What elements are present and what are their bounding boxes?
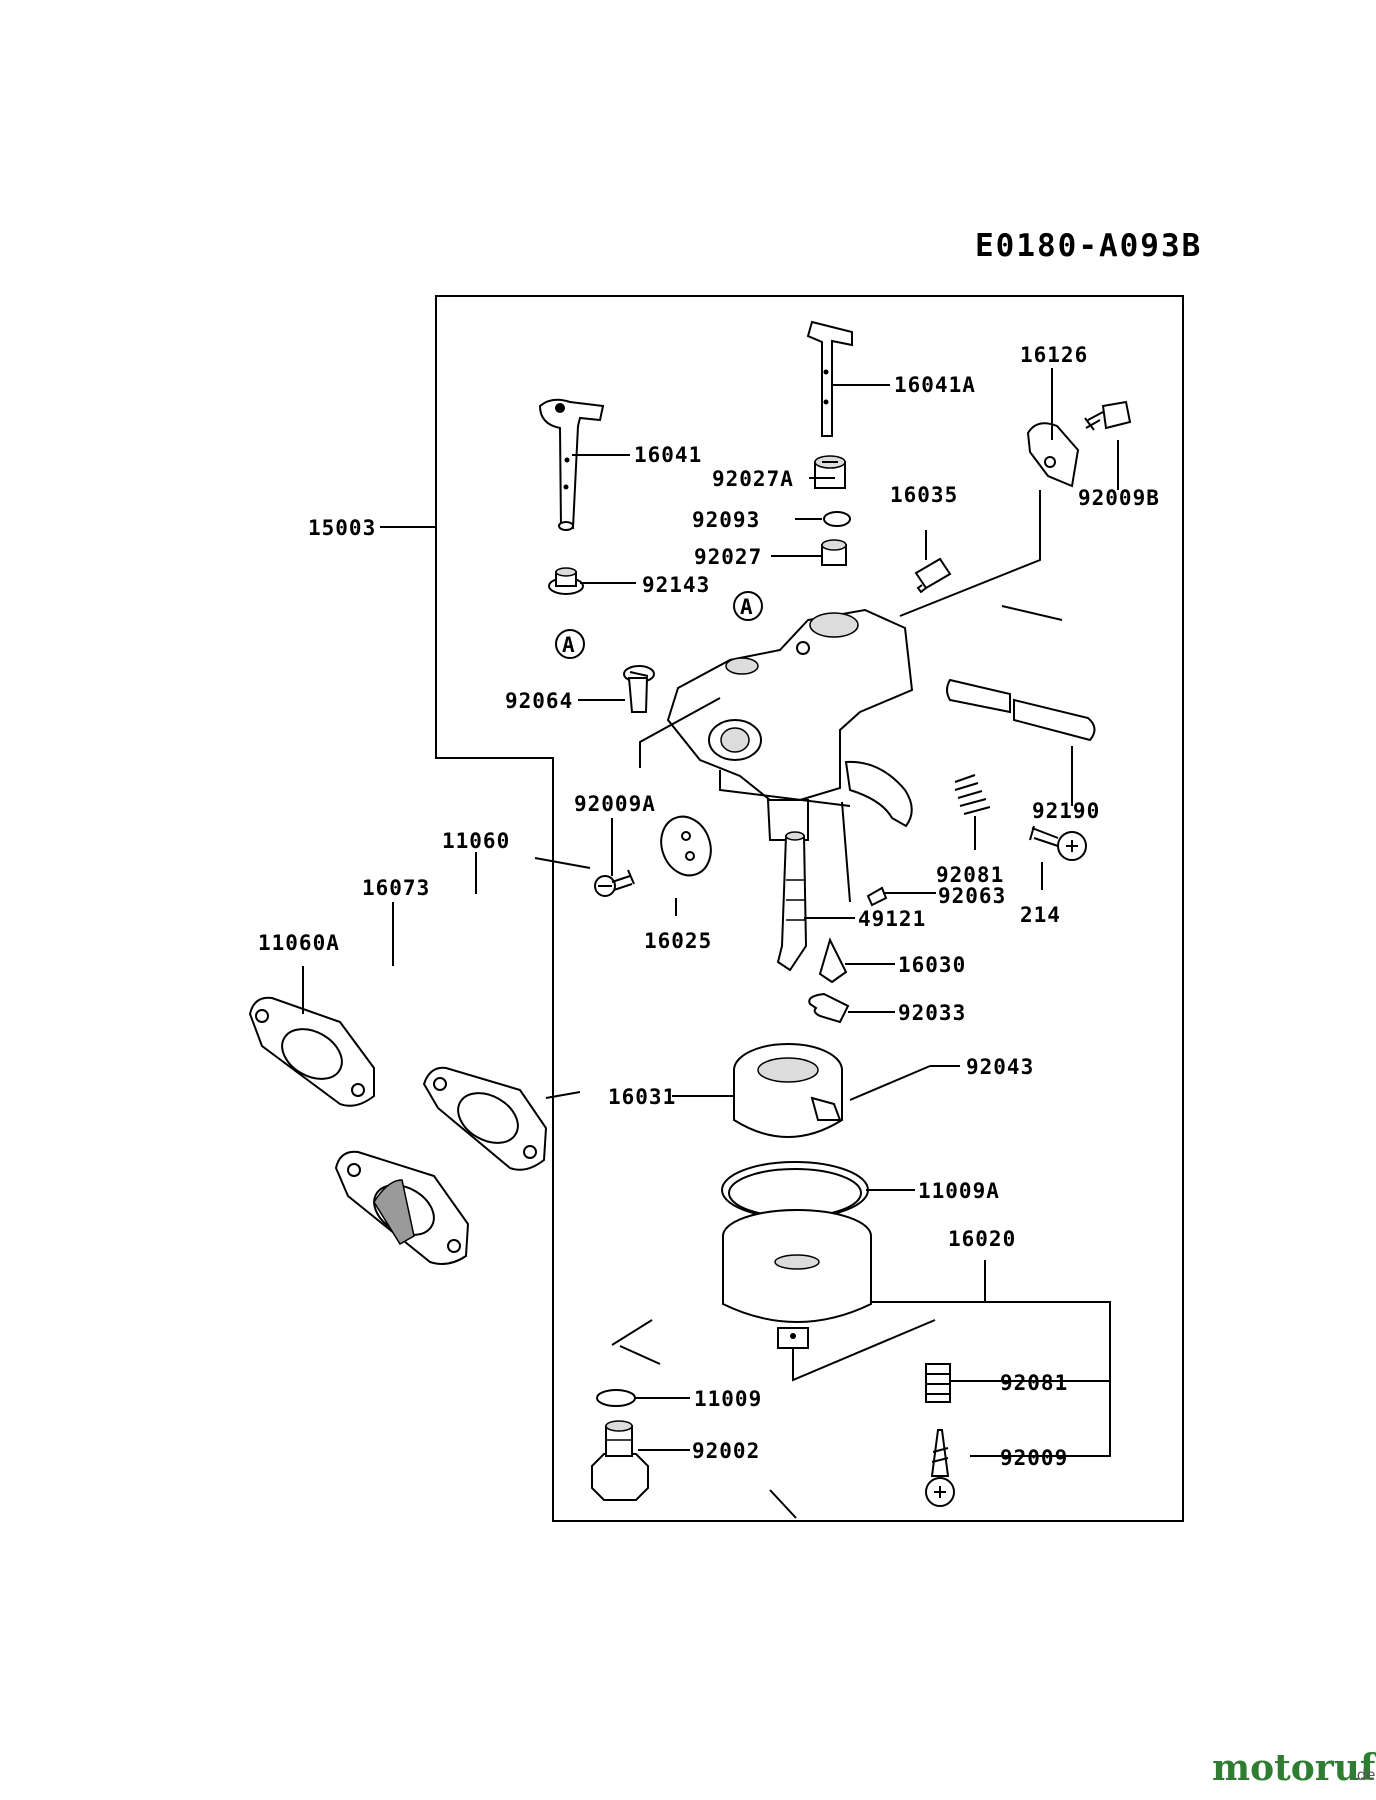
part-16025-plate (660, 815, 712, 877)
callout-92027a: 92027A (712, 467, 794, 491)
part-92081-spring-bottom (925, 1363, 951, 1403)
reference-a-left: A (555, 629, 585, 659)
part-92027a-plug (814, 455, 846, 489)
callout-49121: 49121 (858, 907, 926, 931)
callout-92043: 92043 (966, 1055, 1034, 1079)
part-16126-plate (1026, 422, 1080, 488)
callout-16035: 16035 (890, 483, 958, 507)
part-11060-gasket (422, 1066, 548, 1171)
callout-11009a: 11009A (918, 1179, 1000, 1203)
callout-92033: 92033 (898, 1001, 966, 1025)
part-92064-screw (623, 665, 655, 713)
part-92190-shaft (946, 678, 1096, 742)
callout-92009b: 92009B (1078, 486, 1160, 510)
callout-92027: 92027 (694, 545, 762, 569)
part-11009-washer (596, 1389, 636, 1407)
callout-16073: 16073 (362, 876, 430, 900)
part-214-screw (1029, 825, 1087, 861)
callout-92143: 92143 (642, 573, 710, 597)
watermark-tld: .de (1352, 1766, 1376, 1784)
reference-a-top-label: A (740, 595, 754, 619)
part-92009b-screw (1084, 400, 1132, 431)
part-92093-washer (823, 511, 851, 527)
callout-92063: 92063 (938, 884, 1006, 908)
callout-92093: 92093 (692, 508, 760, 532)
callout-92190: 92190 (1032, 799, 1100, 823)
part-92043-pin (849, 1065, 931, 1101)
part-11060a-gasket (248, 996, 375, 1107)
part-16031-float (733, 1043, 843, 1138)
part-92027-plug (821, 539, 847, 566)
callout-15003: 15003 (308, 516, 376, 540)
callout-11060a: 11060A (258, 931, 340, 955)
watermark-name: motoruf (1212, 1747, 1376, 1789)
part-16073-insulator (334, 1150, 470, 1265)
callout-92002: 92002 (692, 1439, 760, 1463)
part-92009a-screw (594, 869, 635, 897)
part-92002-nut (591, 1420, 649, 1501)
callout-92009a: 92009A (574, 792, 656, 816)
part-92063 (866, 886, 888, 907)
callout-92064: 92064 (505, 689, 573, 713)
callout-16031: 16031 (608, 1085, 676, 1109)
part-92081-spring-top (954, 774, 991, 815)
leader-lines (302, 368, 1119, 1519)
reference-a-top: A (733, 591, 763, 621)
part-16020-float-bowl (722, 1209, 872, 1349)
part-16030-needle (818, 937, 848, 984)
callout-92081-top: 92081 (936, 863, 1004, 887)
reference-a-left-label: A (562, 633, 576, 657)
callout-214: 214 (1020, 903, 1061, 927)
part-49121-nozzle (776, 831, 808, 972)
callout-16041a: 16041A (894, 373, 976, 397)
callout-11060: 11060 (442, 829, 510, 853)
diagram-id: E0180-A093B (975, 228, 1202, 264)
assembly-frame (435, 295, 1184, 1522)
part-92033-clip (808, 992, 850, 1024)
part-16041-shaft (538, 398, 605, 531)
part-carburetor-body (666, 608, 914, 841)
callout-11009: 11009 (694, 1387, 762, 1411)
part-92009-screw (925, 1429, 955, 1507)
watermark-logo: motoruf .de (1212, 1747, 1376, 1789)
part-16041a-shaft (806, 320, 853, 437)
callout-16025: 16025 (644, 929, 712, 953)
callout-16020: 16020 (948, 1227, 1016, 1251)
callout-92009: 92009 (1000, 1446, 1068, 1470)
callout-92081-bottom: 92081 (1000, 1371, 1068, 1395)
part-16035-screw (914, 557, 952, 594)
callout-16126: 16126 (1020, 343, 1088, 367)
callout-16030: 16030 (898, 953, 966, 977)
part-92143-cap (548, 567, 584, 595)
callout-16041: 16041 (634, 443, 702, 467)
